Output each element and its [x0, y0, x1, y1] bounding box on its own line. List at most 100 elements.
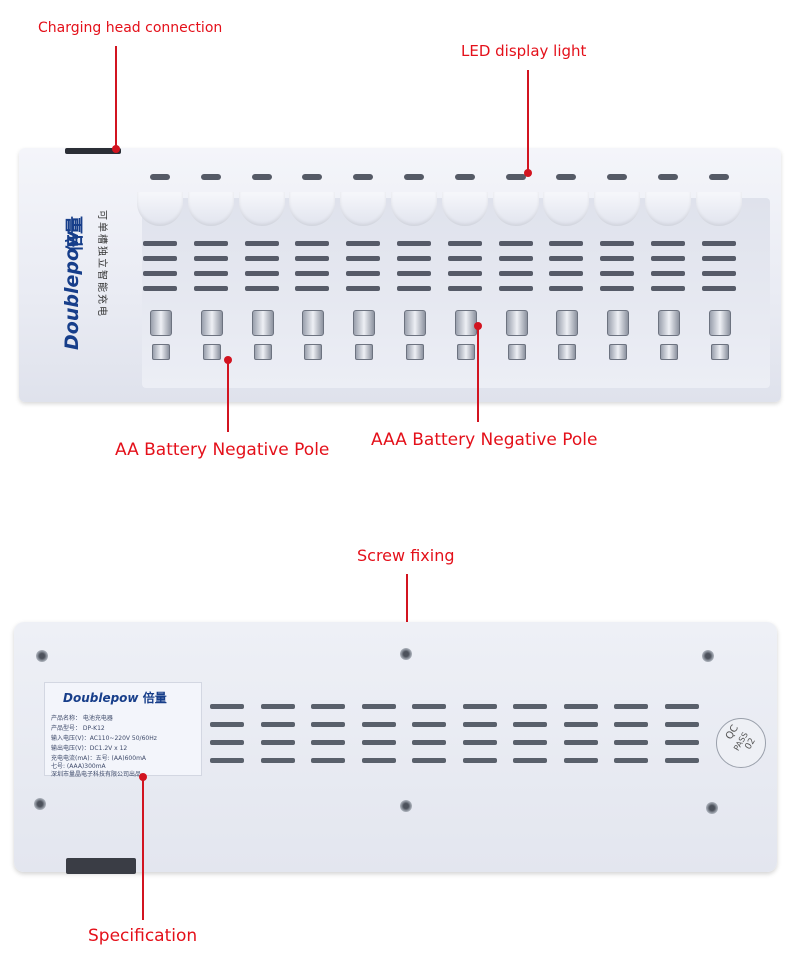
vent-slot — [447, 286, 482, 291]
vent-slot — [600, 286, 635, 291]
vent-slot — [193, 241, 228, 246]
vent-slot — [260, 758, 295, 763]
aaa-negative-terminal — [353, 310, 376, 336]
label-charging-head: Charging head connection — [38, 20, 223, 36]
vent-slot — [143, 256, 177, 261]
vent-slot — [295, 241, 330, 246]
vent-slot — [311, 722, 345, 727]
qc-pass-badge: QC PASS 02 — [716, 718, 766, 768]
battery-cup — [594, 192, 641, 226]
vent-slot — [651, 286, 685, 291]
vent-slot — [563, 704, 598, 709]
screw — [702, 650, 714, 662]
vent-slot — [244, 271, 279, 276]
screw — [36, 650, 48, 662]
aaa-negative-terminal — [607, 310, 630, 336]
vent-slot — [549, 241, 584, 246]
vent-slot — [311, 704, 345, 709]
aaa-negative-terminal — [200, 310, 223, 336]
vent-slot — [600, 271, 635, 276]
vent-slot — [701, 271, 736, 276]
led-indicator — [150, 174, 170, 180]
vent-slot — [412, 740, 446, 745]
spec-line: 深圳市量晶电子科技有限公司出品 — [51, 771, 142, 778]
leader-line — [527, 70, 529, 172]
aa-negative-terminal — [253, 344, 272, 360]
vent-slot — [462, 704, 497, 709]
vent-slot — [346, 256, 381, 261]
vent-slot — [311, 758, 345, 763]
battery-cup — [543, 192, 590, 226]
leader-dot — [524, 169, 532, 177]
aa-negative-terminal — [355, 344, 374, 360]
vent-slot — [498, 256, 533, 261]
vent-slot — [361, 722, 396, 727]
vent-slot — [346, 286, 381, 291]
device-subtitle: 可单槽独立智能充电 — [96, 210, 107, 318]
leader-line — [477, 326, 479, 422]
led-indicator — [607, 174, 628, 180]
vent-slot — [549, 256, 584, 261]
led-indicator — [658, 174, 678, 180]
vent-slot — [412, 758, 446, 763]
aa-negative-terminal — [406, 344, 424, 360]
aa-negative-terminal — [202, 344, 221, 360]
vent-slot — [260, 722, 295, 727]
vent-slot — [397, 286, 431, 291]
leader-line — [142, 777, 144, 920]
spec-line: 充电电流(mA)：五号: (AA)600mA — [51, 755, 147, 762]
spec-line: 产品型号： DP-K12 — [51, 725, 105, 732]
vent-slot — [600, 241, 635, 246]
vent-slot — [549, 271, 584, 276]
vent-slot — [260, 704, 295, 709]
vent-slot — [210, 758, 244, 763]
aa-negative-terminal — [507, 344, 526, 360]
spec-sticker: Doublepow 倍量 产品名称： 电池充电器 产品型号： DP-K12 输入… — [44, 682, 202, 778]
vent-slot — [412, 722, 446, 727]
battery-cup — [441, 192, 488, 226]
vent-slot — [295, 286, 330, 291]
vent-slot — [447, 271, 482, 276]
battery-cup — [695, 192, 742, 226]
aa-negative-terminal — [660, 344, 678, 360]
led-indicator — [404, 174, 424, 180]
label-specification: Specification — [88, 926, 198, 946]
spec-line: 七号: (AAA)300mA — [51, 763, 106, 770]
vent-slot — [361, 704, 396, 709]
vent-slot — [563, 740, 598, 745]
aaa-negative-terminal — [708, 310, 731, 336]
leader-line — [406, 574, 408, 648]
battery-cup — [340, 192, 387, 226]
screw — [706, 802, 718, 814]
led-indicator — [556, 174, 577, 180]
vent-slot — [210, 722, 244, 727]
aaa-negative-terminal — [251, 310, 274, 336]
vent-slot — [513, 758, 547, 763]
vent-slot — [498, 241, 533, 246]
battery-cup — [289, 192, 336, 226]
screw — [400, 800, 412, 812]
label-aa-negative: AA Battery Negative Pole — [115, 440, 330, 460]
spec-brand-cn: 倍量 — [142, 691, 167, 705]
power-port — [66, 858, 136, 874]
battery-tray — [137, 192, 770, 388]
aa-negative-terminal — [558, 344, 577, 360]
aaa-negative-terminal — [454, 310, 477, 336]
vent-slot — [397, 256, 431, 261]
vent-slot — [397, 271, 431, 276]
battery-cup — [492, 192, 539, 226]
vent-slot — [462, 740, 497, 745]
brand-name-cn: 倍量 — [65, 216, 86, 252]
vent-slot — [295, 256, 330, 261]
screw — [34, 798, 46, 810]
vent-slot — [651, 256, 685, 261]
aa-negative-terminal — [710, 344, 729, 360]
spec-line: 输出电压(V)：DC1.2V x 12 — [51, 745, 128, 752]
battery-cup — [187, 192, 234, 226]
battery-cup — [645, 192, 691, 226]
vent-slot — [614, 740, 648, 745]
vent-slot — [210, 740, 244, 745]
vent-slot — [563, 758, 598, 763]
battery-cup — [391, 192, 437, 226]
leader-dot — [112, 145, 120, 153]
